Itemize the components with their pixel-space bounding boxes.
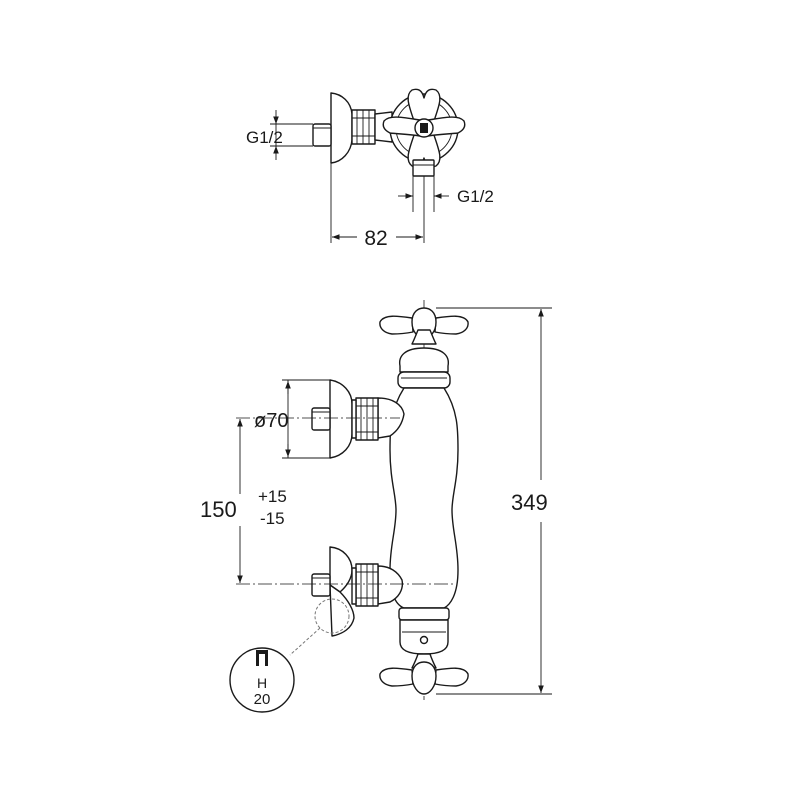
- top-bottom-outlet: [412, 159, 435, 177]
- front-top-handle: [379, 307, 469, 345]
- top-wall-flange: [330, 92, 353, 164]
- front-height-label: 349: [511, 490, 548, 515]
- front-view: ø70 150 +15 -15 349: [200, 300, 552, 700]
- front-upper-flange: [329, 379, 353, 459]
- top-hex-nut: [351, 109, 376, 145]
- top-width-dim: 82: [364, 227, 387, 250]
- front-lower-nipple: [311, 573, 331, 597]
- front-upper-cap: [398, 347, 450, 373]
- front-upper-nipple: [311, 407, 331, 431]
- top-cross-handle: [382, 88, 466, 168]
- detail-letter: H: [257, 675, 267, 691]
- detail-value: 20: [254, 691, 271, 708]
- top-thread-left-label: G1/2: [246, 128, 283, 147]
- top-left-nipple: [312, 123, 332, 147]
- front-diameter-label: ø70: [254, 410, 288, 432]
- front-tol-minus: -15: [260, 509, 285, 528]
- front-tol-plus: +15: [258, 487, 287, 506]
- top-thread-bottom-label: G1/2: [457, 187, 494, 206]
- top-view: G1/2 G1/2 82: [246, 88, 494, 250]
- detail-slot-icon: [256, 650, 268, 666]
- front-bottom-handle: [379, 653, 469, 695]
- front-spacing-label: 150: [200, 497, 237, 522]
- front-lower-flange: [329, 546, 353, 593]
- detail-circle: [229, 647, 295, 713]
- detail-source-circle: [314, 598, 350, 634]
- detail-callout: H 20: [229, 598, 350, 713]
